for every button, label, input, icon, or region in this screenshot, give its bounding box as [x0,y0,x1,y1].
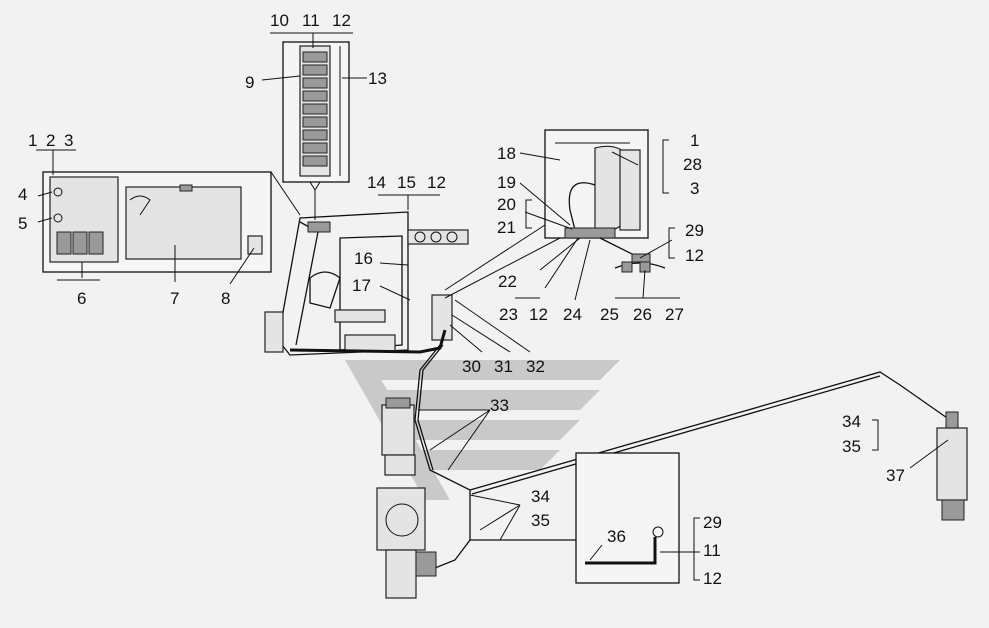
inset-lamp [444,129,666,299]
callout-30: 30 [462,357,481,376]
callout-22: 22 [498,272,517,291]
callout-8: 8 [221,289,230,308]
callout-2a: 2 [46,131,55,150]
leader-lines [36,32,949,561]
callout-3a: 3 [64,131,73,150]
fuse-cell [302,116,328,128]
brackets [525,139,879,581]
callout-26: 26 [633,305,652,324]
sensor-right [936,411,968,521]
callout-34b: 34 [531,487,550,506]
fuse-cell [302,155,328,167]
callout-29b: 29 [703,513,722,532]
callout-17: 17 [352,276,371,295]
callout-12e: 12 [703,569,722,588]
callout-36: 36 [607,527,626,546]
callout-12d: 12 [529,305,548,324]
callout-12c: 12 [685,246,704,265]
callout-13: 13 [368,69,387,88]
callout-7: 7 [170,289,179,308]
callout-35a: 35 [842,437,861,456]
callout-33: 33 [490,396,509,415]
callout-34a: 34 [842,412,861,431]
callout-37: 37 [886,466,905,485]
callout-21: 21 [497,218,516,237]
callout-19: 19 [497,173,516,192]
callout-1b: 1 [690,131,699,150]
callout-4: 4 [18,185,27,204]
callout-25: 25 [600,305,619,324]
fuse-cell [302,103,328,115]
callout-12a: 12 [332,11,351,30]
callout-3b: 3 [690,179,699,198]
fuse-cell [302,90,328,102]
engine-components [376,397,437,599]
callout-14: 14 [367,173,386,192]
fuse-cell [302,142,328,154]
callout-11b: 11 [703,541,721,560]
callout-1a: 1 [28,131,37,150]
callout-10: 10 [270,11,289,30]
inset-control-panel [42,171,301,273]
callout-12b: 12 [427,173,446,192]
callout-32: 32 [526,357,545,376]
callout-31: 31 [494,357,513,376]
fuse-cell [302,77,328,89]
callout-labels: 1 2 3 4 5 6 7 8 9 10 11 12 13 14 15 12 1… [18,11,905,588]
callout-29a: 29 [685,221,704,240]
callout-28: 28 [683,155,702,174]
fuse-cell [302,129,328,141]
callout-11a: 11 [302,11,320,30]
fuse-cell [302,51,328,63]
fuse-cell [302,64,328,76]
callout-24: 24 [563,305,582,324]
inset-fuse-block [282,41,350,220]
callout-18: 18 [497,144,516,163]
callout-35b: 35 [531,511,550,530]
tractor-cab [264,211,469,356]
callout-23: 23 [499,305,518,324]
callout-15: 15 [397,173,416,192]
callout-9: 9 [245,73,254,92]
callout-27: 27 [665,305,684,324]
callout-16: 16 [354,249,373,268]
fuel-tank [575,452,680,584]
callout-5: 5 [18,214,27,233]
callout-6: 6 [77,289,86,308]
callout-20: 20 [497,195,516,214]
